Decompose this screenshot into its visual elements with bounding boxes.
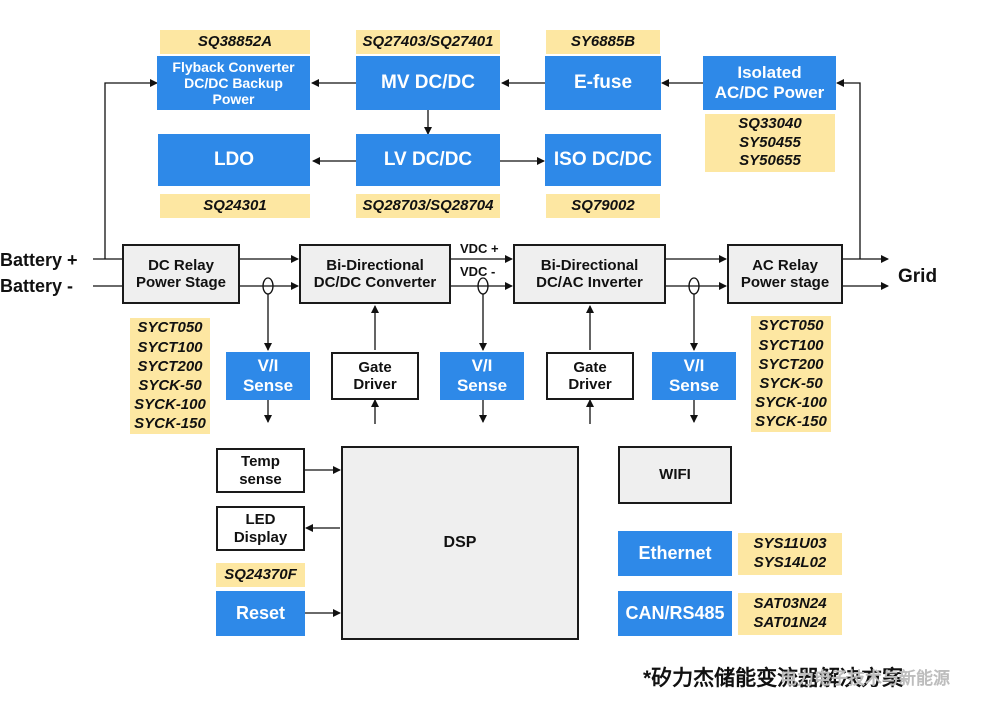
part-tag-lv-dcdc: SQ28703/SQ28704 xyxy=(356,194,500,218)
block-label: LED xyxy=(245,511,276,529)
part-number: SYCT100 xyxy=(758,336,824,354)
block-label: Isolated xyxy=(737,63,802,83)
part-number: SAT03N24 xyxy=(753,595,827,613)
part-number: SQ28703/SQ28704 xyxy=(362,196,494,214)
ac-relay-block: AC Relay Power stage xyxy=(727,244,843,304)
vi-sense-block-1: V/I Sense xyxy=(226,352,310,400)
part-number: SQ33040 xyxy=(738,114,802,132)
gate-driver-block-2: Gate Driver xyxy=(546,352,634,400)
block-label: DC/DC Converter xyxy=(313,274,437,291)
block-label: V/I xyxy=(257,356,279,376)
part-number: SY6885B xyxy=(570,32,636,50)
block-label: V/I xyxy=(471,356,493,376)
part-number: SYCK-100 xyxy=(755,394,827,412)
block-label: Power Stage xyxy=(135,274,227,291)
part-tag-mv-dcdc: SQ27403/SQ27401 xyxy=(356,30,500,54)
iso-dcdc-block: ISO DC/DC xyxy=(545,134,661,186)
part-tag-reset: SQ24370F xyxy=(216,563,305,587)
bidirectional-dcdc-block: Bi-Directional DC/DC Converter xyxy=(299,244,451,304)
battery-minus-label: Battery - xyxy=(0,276,74,296)
block-label: Power stage xyxy=(740,274,830,291)
block-label: Driver xyxy=(353,376,397,393)
block-label: Driver xyxy=(568,376,612,393)
part-tag-isolated-acdc: SQ33040 SY50455 SY50655 xyxy=(705,114,835,172)
block-label: Sense xyxy=(242,376,294,395)
part-number: SYCK-150 xyxy=(134,415,206,433)
part-number: SQ38852A xyxy=(197,32,273,50)
flyback-converter-block: Flyback Converter DC/DC Backup Power xyxy=(157,56,310,110)
vdc-minus-label: VDC - xyxy=(460,264,496,279)
vi-sense-block-3: V/I Sense xyxy=(652,352,736,400)
block-label: Flyback Converter xyxy=(172,58,295,75)
part-tag-iso-dcdc: SQ79002 xyxy=(546,194,660,218)
part-number: SY50655 xyxy=(739,152,801,170)
part-tag-ldo: SQ24301 xyxy=(160,194,310,218)
block-label: AC Relay xyxy=(752,256,818,274)
block-label: V/I xyxy=(683,356,705,376)
part-number: SAT01N24 xyxy=(753,614,827,631)
part-number: SYCT200 xyxy=(137,357,203,375)
part-number: SYCT100 xyxy=(137,338,203,356)
part-number: SYCK-50 xyxy=(759,375,823,392)
efuse-block: E-fuse xyxy=(545,56,661,110)
isolated-acdc-block: Isolated AC/DC Power xyxy=(703,56,836,110)
mv-dcdc-block: MV DC/DC xyxy=(356,56,500,110)
part-tag-dc-relay: SYCT050 SYCT100 SYCT200 SYCK-50 SYCK-100… xyxy=(130,318,210,434)
block-label: Gate xyxy=(573,358,607,376)
block-label: Gate xyxy=(358,358,392,376)
part-number: SQ79002 xyxy=(571,196,635,214)
bidirectional-dcac-block: Bi-Directional DC/AC Inverter xyxy=(513,244,666,304)
part-tag-efuse: SY6885B xyxy=(546,30,660,54)
vi-sense-block-2: V/I Sense xyxy=(440,352,524,400)
part-number: SYCK-100 xyxy=(134,396,206,414)
battery-plus-label: Battery + xyxy=(0,250,78,270)
part-number: SYS11U03 xyxy=(753,535,827,553)
part-tag-ac-relay: SYCT050 SYCT100 SYCT200 SYCK-50 SYCK-100… xyxy=(751,316,831,432)
grid-label: Grid xyxy=(898,266,938,287)
dsp-block: DSP xyxy=(341,446,579,640)
dc-relay-block: DC Relay Power Stage xyxy=(122,244,240,304)
part-number: SYCK-150 xyxy=(755,413,827,431)
part-number: SYCT200 xyxy=(758,355,824,373)
part-number: SYCK-50 xyxy=(138,377,202,394)
block-label: DC Relay xyxy=(148,256,214,274)
block-label: Bi-Directional xyxy=(540,256,639,274)
temp-sense-block: Temp sense xyxy=(216,448,305,493)
block-label: Sense xyxy=(456,376,508,395)
vdc-plus-label: VDC + xyxy=(460,241,499,256)
gate-driver-block-1: Gate Driver xyxy=(331,352,419,400)
block-label: DC/AC Inverter xyxy=(536,274,643,291)
wifi-block: WIFI xyxy=(618,446,732,504)
block-label: Bi-Directional xyxy=(326,256,424,274)
ldo-block: LDO xyxy=(158,134,310,186)
block-label: Sense xyxy=(668,376,720,395)
part-tag-ethernet: SYS11U03 SYS14L02 xyxy=(738,533,842,575)
part-number: SYCT050 xyxy=(758,317,824,335)
part-number: SQ27403/SQ27401 xyxy=(362,32,494,50)
block-label: AC/DC Power xyxy=(714,83,825,102)
block-label: Display xyxy=(233,528,288,546)
can-rs485-block: CAN/RS485 xyxy=(618,591,732,636)
part-number: SY50455 xyxy=(739,133,801,151)
part-number: SQ24370F xyxy=(224,565,297,583)
reset-block: Reset xyxy=(216,591,305,636)
led-display-block: LED Display xyxy=(216,506,305,551)
block-label: Temp xyxy=(241,453,280,471)
part-tag-can-rs485: SAT03N24 SAT01N24 xyxy=(738,593,842,635)
lv-dcdc-block: LV DC/DC xyxy=(356,134,500,186)
block-label: DC/DC Backup xyxy=(184,74,283,91)
footer-caption: *矽力杰储能变流器解决方案 xyxy=(643,667,904,690)
block-label: Power xyxy=(212,91,255,108)
part-tag-flyback: SQ38852A xyxy=(160,30,310,54)
ethernet-block: Ethernet xyxy=(618,531,732,576)
part-number: SYCT050 xyxy=(137,319,203,337)
part-number: SQ24301 xyxy=(203,196,267,214)
block-label: sense xyxy=(239,470,282,488)
watermark-text: 电力电子技术与新能源 xyxy=(780,669,950,688)
part-number: SYS14L02 xyxy=(753,554,827,571)
